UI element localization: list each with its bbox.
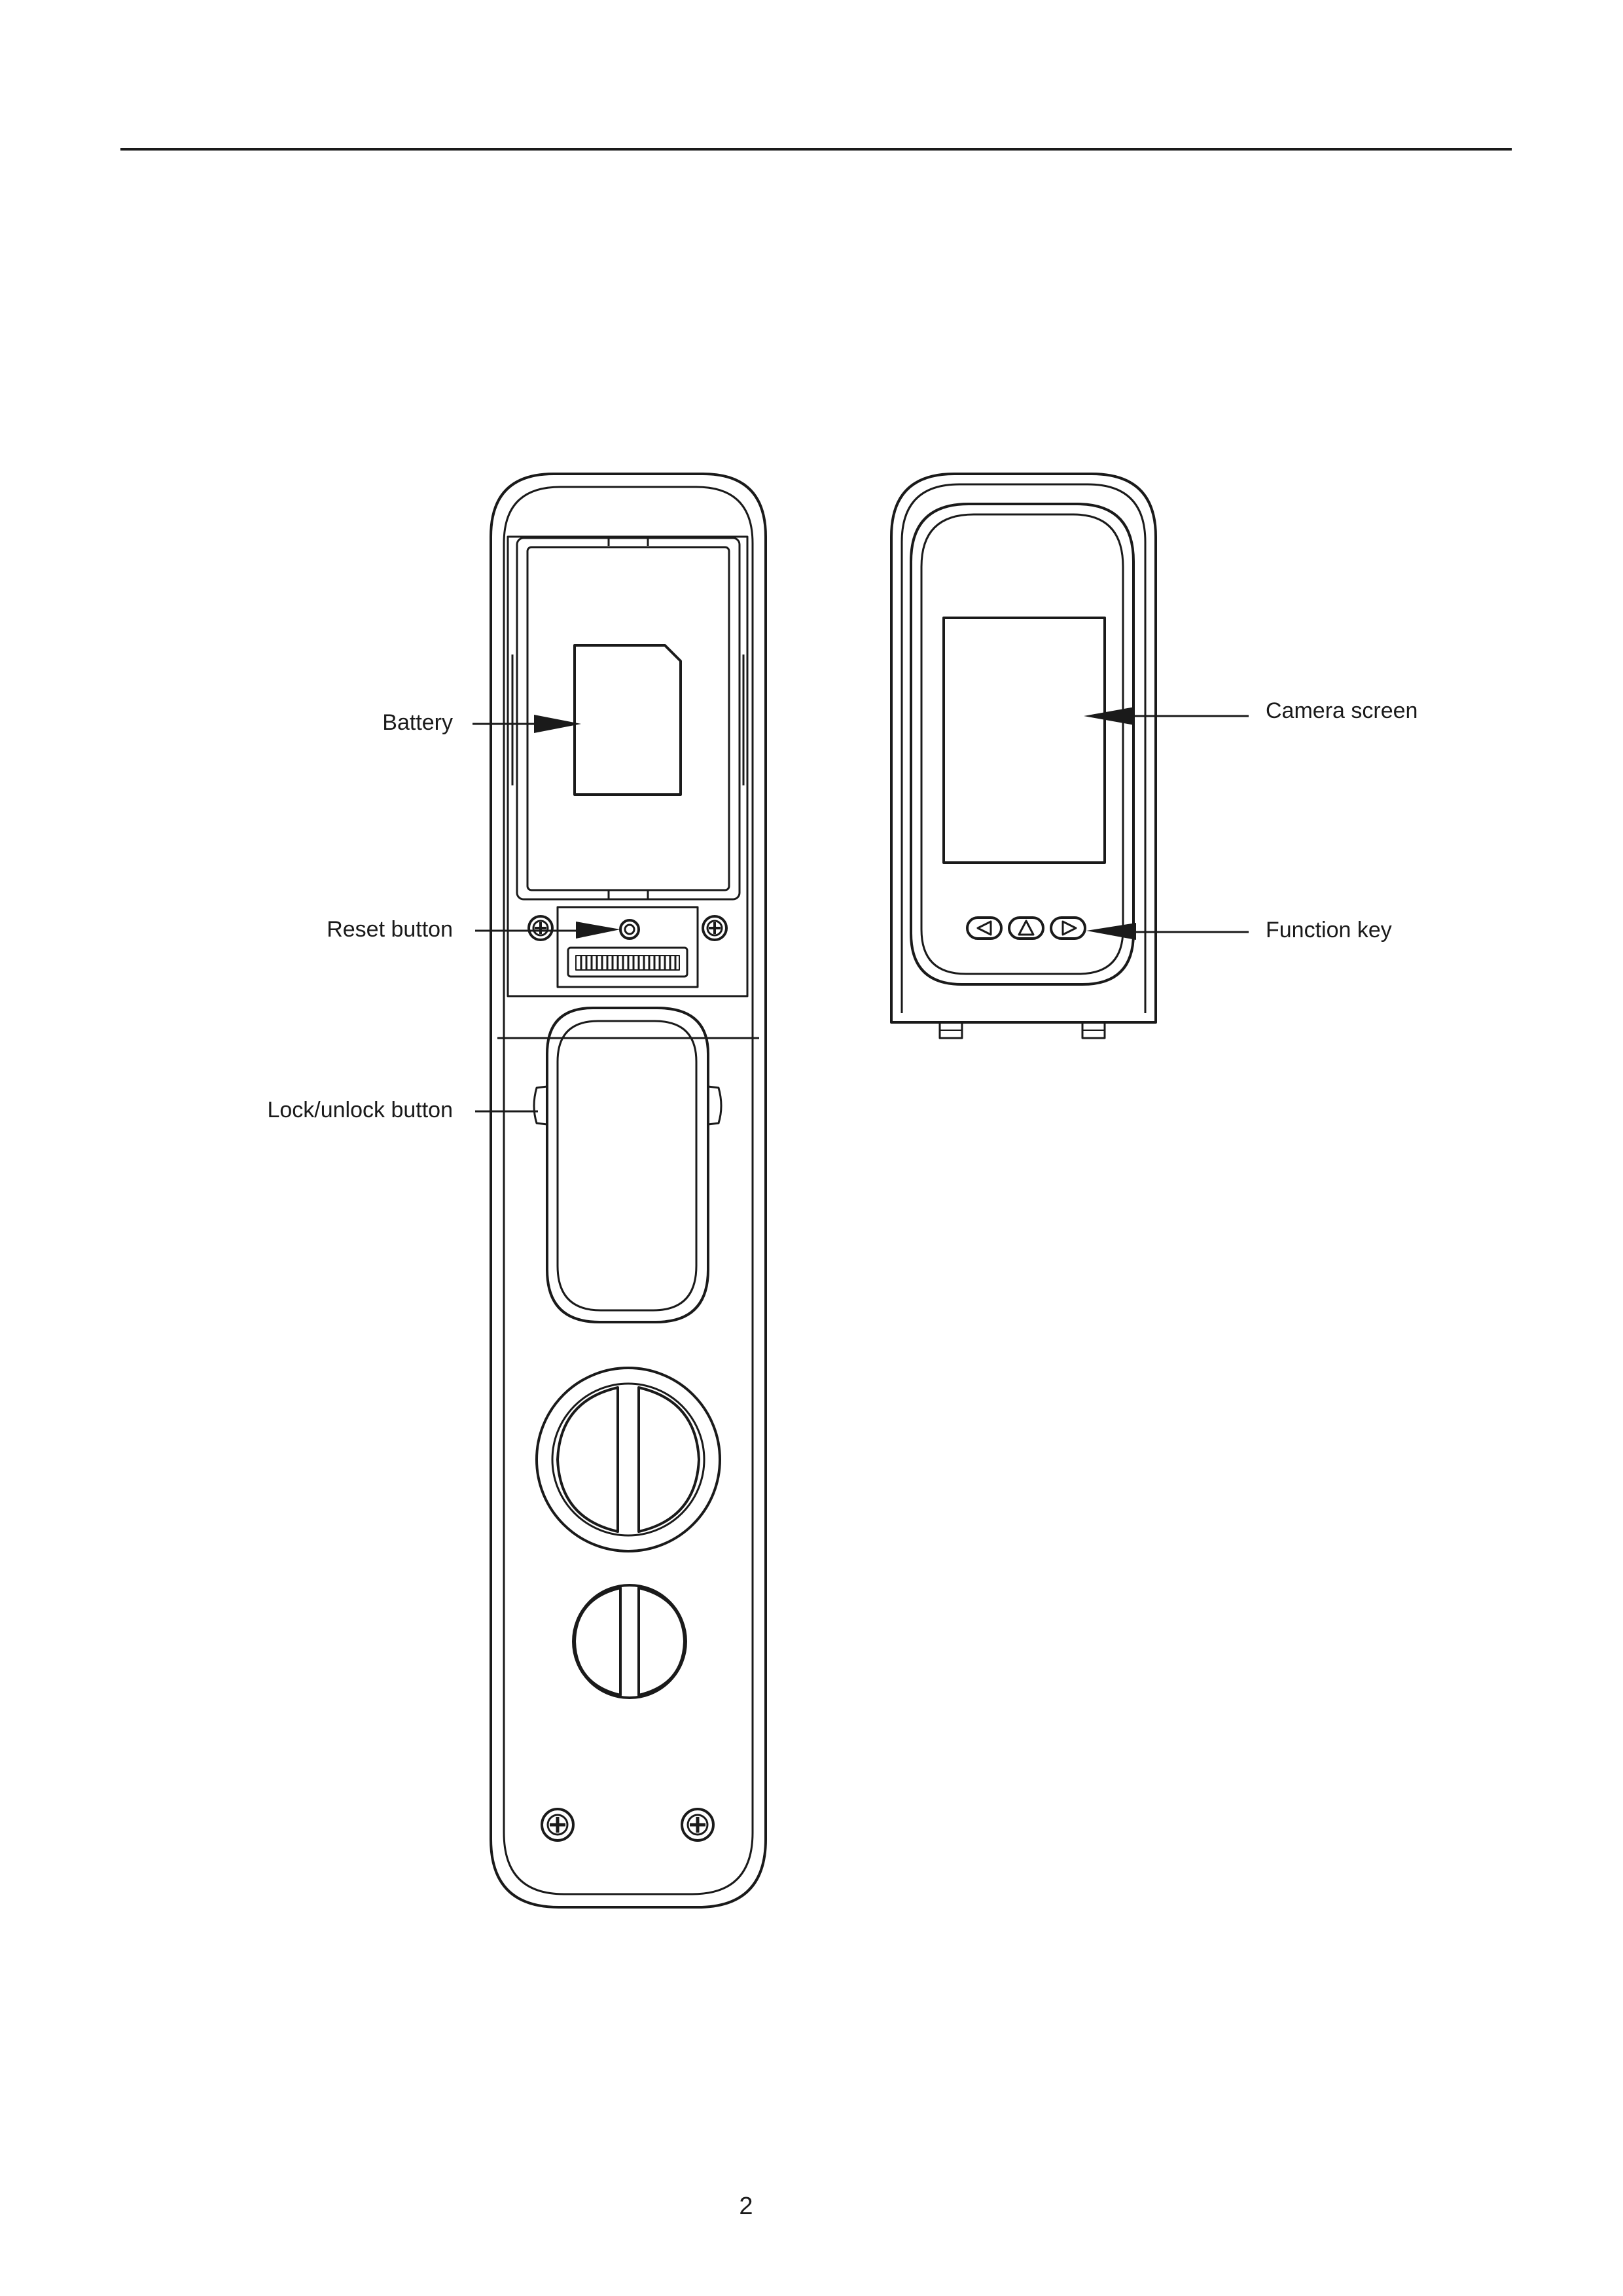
camera-screen-label: Camera screen — [1266, 698, 1418, 723]
battery-label: Battery — [382, 710, 453, 735]
display-unit — [890, 473, 1157, 1039]
screw-icon — [541, 1808, 575, 1842]
function-key-left-icon — [966, 916, 1003, 940]
lock-unlock-button-label: Lock/unlock button — [267, 1098, 453, 1122]
callout-arrow — [473, 715, 581, 733]
screw-icon — [681, 1808, 715, 1842]
callout-arrow — [475, 922, 620, 939]
screw-icon — [527, 915, 554, 941]
reset-button-label: Reset button — [327, 917, 453, 942]
callout-arrow — [1084, 707, 1249, 725]
screw-icon — [702, 915, 728, 941]
camera-screen-icon — [942, 617, 1106, 864]
connector-block — [556, 906, 699, 988]
battery-icon — [573, 644, 682, 796]
lock-body — [490, 473, 767, 1909]
reset-button-icon — [619, 919, 640, 940]
page-number: 2 — [739, 2193, 753, 2220]
callout-arrow — [1086, 923, 1249, 940]
cylinder-knob-icon — [572, 1584, 687, 1699]
lock-unlock-button-icon — [533, 1007, 722, 1323]
header-rule — [120, 148, 1512, 151]
function-key-home-icon — [1008, 916, 1044, 940]
turn-knob-icon — [535, 1367, 721, 1552]
battery-compartment — [507, 535, 749, 997]
function-key-label: Function key — [1266, 918, 1392, 942]
function-key-right-icon — [1050, 916, 1086, 940]
